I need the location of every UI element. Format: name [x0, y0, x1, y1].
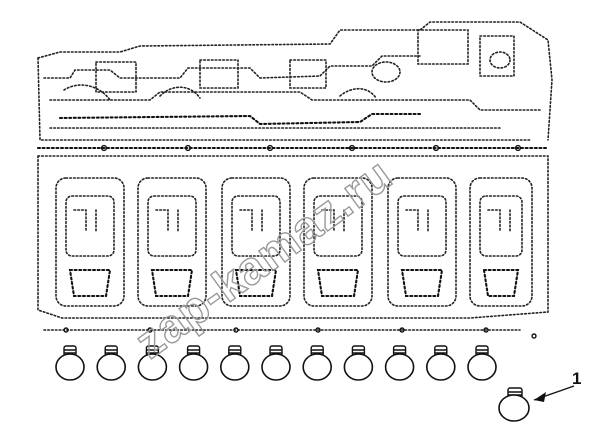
expansion-plug-row — [55, 345, 497, 381]
expansion-plug — [96, 345, 126, 381]
callout-plug — [498, 387, 530, 422]
expansion-plug — [137, 345, 168, 381]
cylinder-cavity — [221, 177, 291, 307]
cylinder-cavity — [469, 177, 533, 307]
expansion-plug — [384, 345, 415, 381]
expansion-plug — [425, 345, 456, 381]
cylinder-cavity — [55, 177, 125, 307]
watermark-text: zap-kamaz.ru — [125, 148, 401, 368]
block-upper-section — [37, 21, 553, 141]
expansion-plug — [261, 345, 291, 381]
expansion-plug — [220, 345, 250, 381]
block-deck-flange — [36, 144, 550, 157]
expansion-plug — [178, 345, 209, 381]
block-lower-section — [37, 155, 549, 339]
expansion-plug — [467, 345, 497, 381]
expansion-plug — [343, 345, 374, 381]
cylinder-cavity — [303, 177, 373, 307]
cylinder-cavity — [137, 177, 207, 307]
expansion-plug — [302, 345, 333, 381]
cylinder-cavity — [387, 177, 457, 307]
callout-leader — [533, 385, 575, 402]
expansion-plug — [55, 345, 85, 381]
callout-number: 1 — [572, 369, 581, 388]
